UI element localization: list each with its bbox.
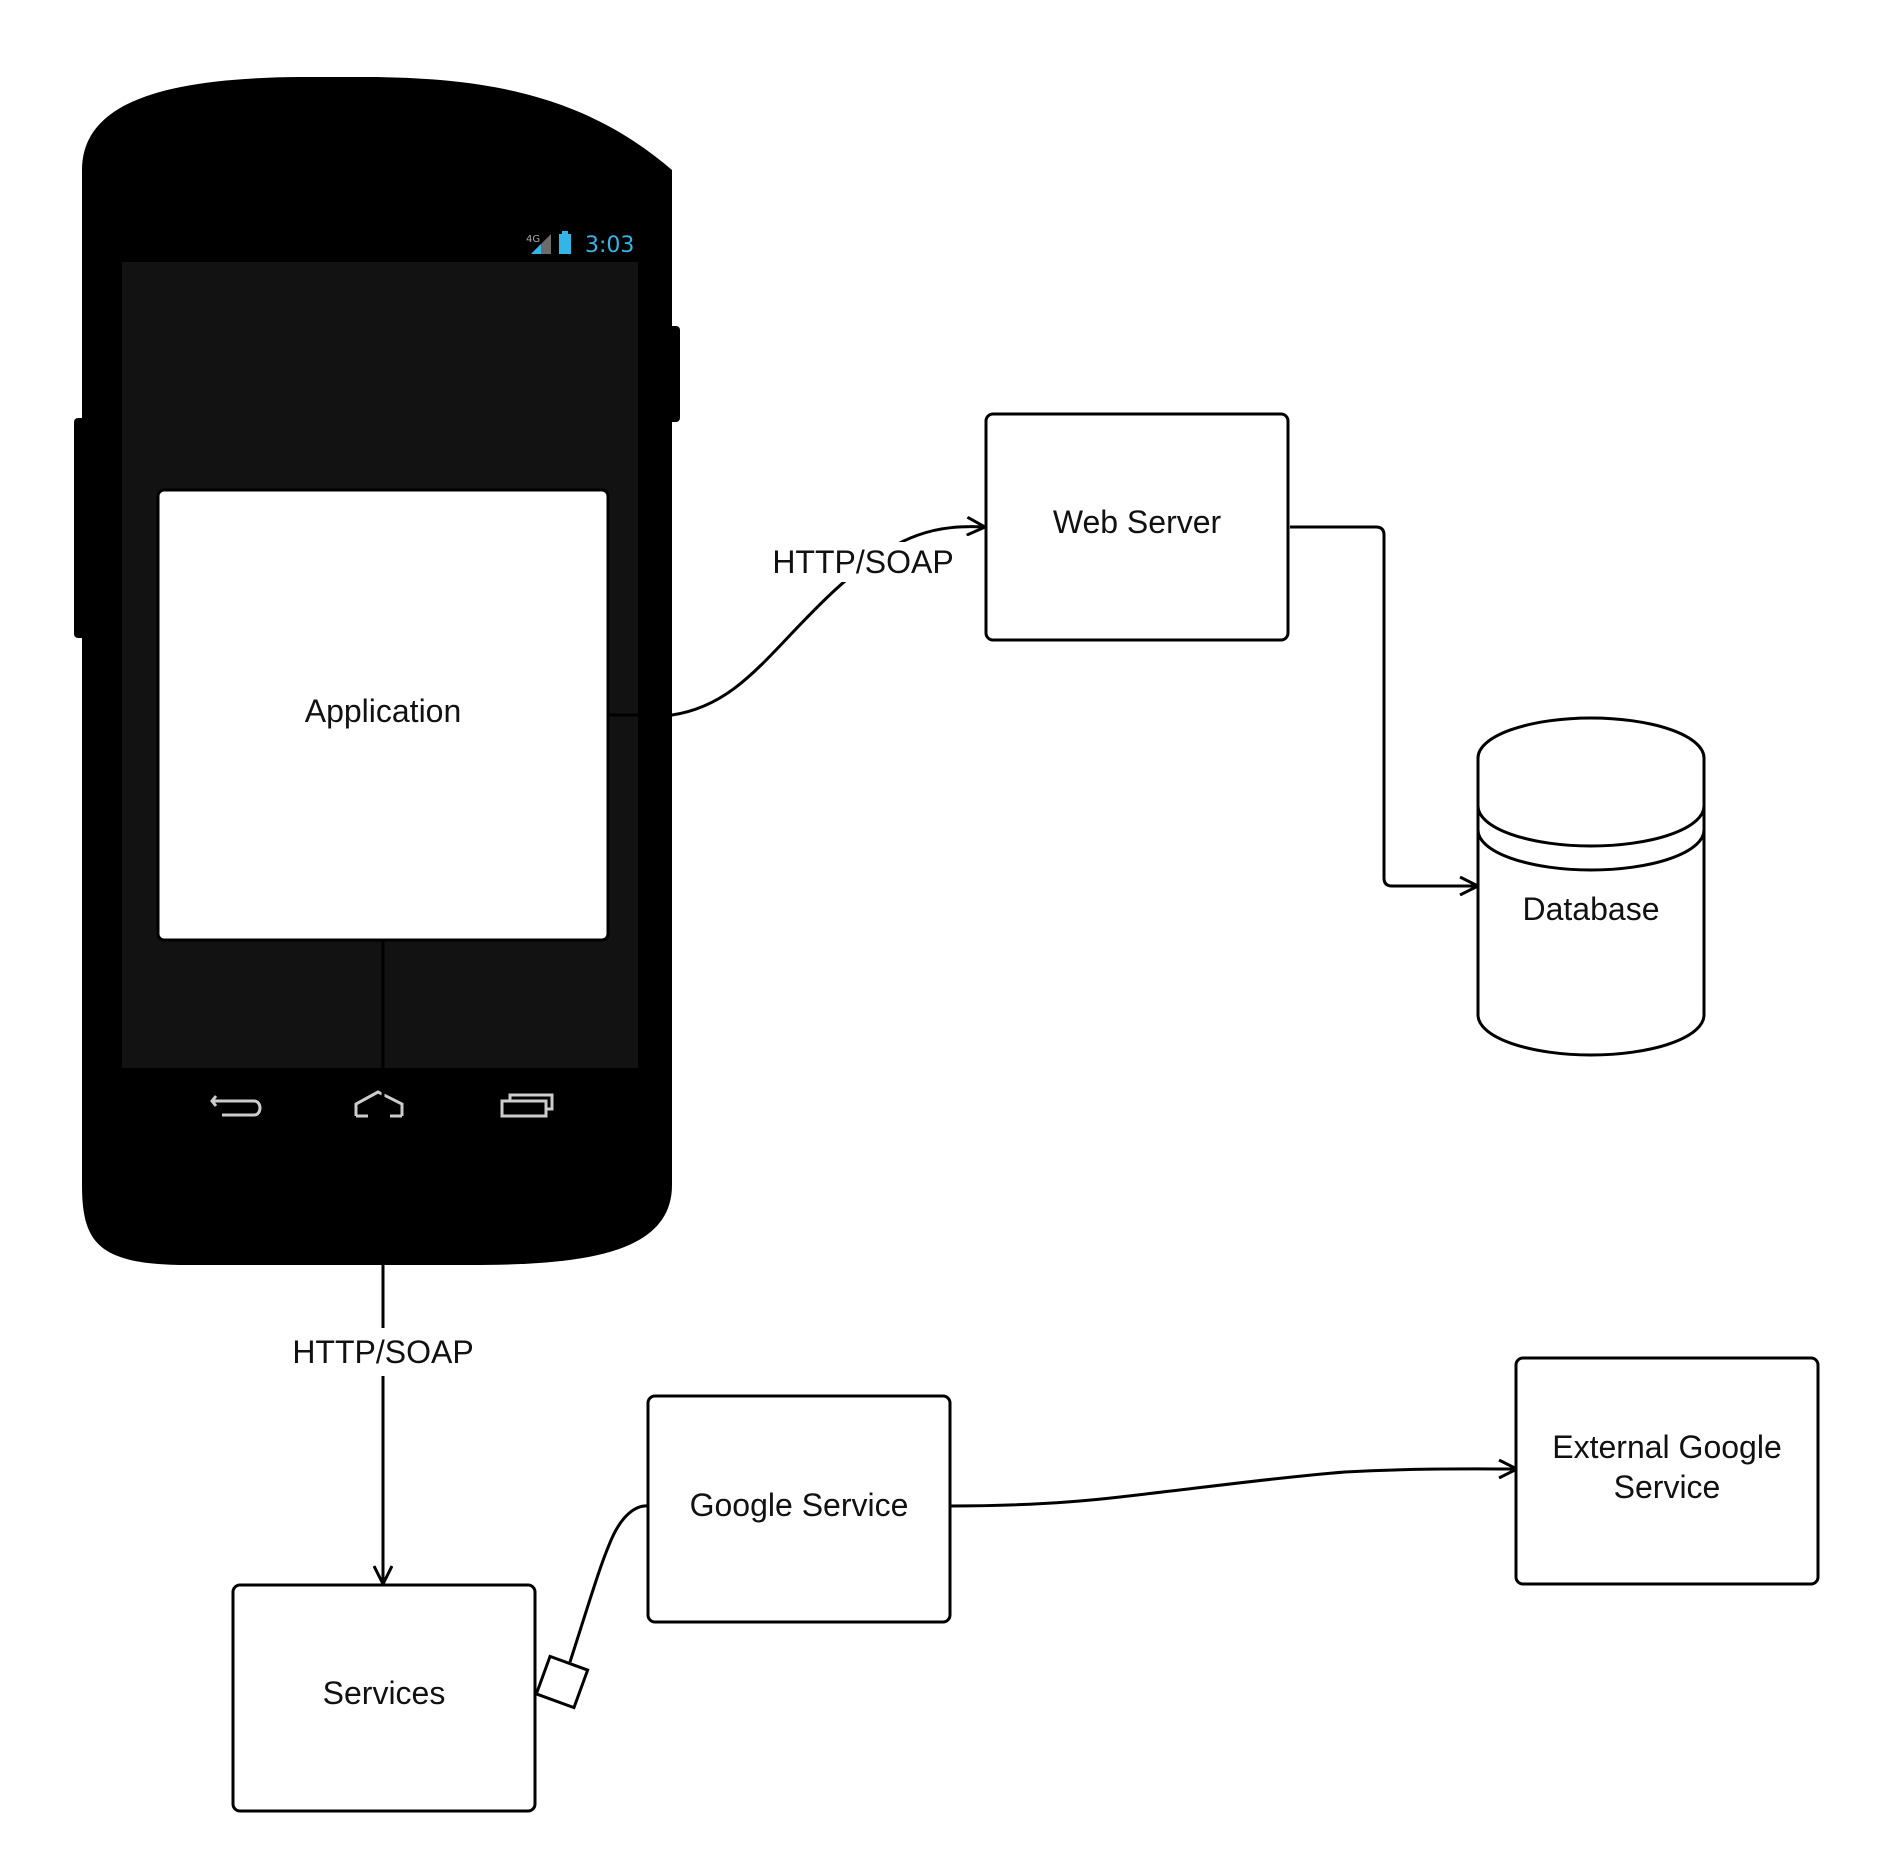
edge-label-bg-webserver	[766, 542, 960, 582]
google-service-label: Google Service	[690, 1487, 909, 1523]
edge-app-to-webserver	[608, 527, 985, 717]
edge-label-app-to-webserver: HTTP/SOAP	[772, 544, 953, 580]
edge-google-to-external	[949, 1469, 1517, 1508]
services-box[interactable]	[231, 1583, 537, 1813]
edge-webserver-to-database	[1290, 525, 1478, 886]
status-bar: 4G 3:03	[526, 231, 634, 258]
network-type-label: 4G	[526, 234, 540, 245]
status-time: 3:03	[585, 233, 634, 258]
services-label: Services	[323, 1675, 446, 1711]
application-label: Application	[305, 693, 462, 729]
database-label: Database	[1523, 891, 1660, 927]
battery-icon	[559, 231, 571, 254]
edge-label-app-to-services: HTTP/SOAP	[292, 1334, 473, 1370]
services-interface-port	[534, 1654, 590, 1710]
phone-device: 4G 3:03 Application	[74, 77, 680, 1265]
web-server-label: Web Server	[1053, 504, 1222, 540]
edge-label-bg-services	[284, 1328, 482, 1376]
google-service-box[interactable]	[646, 1394, 952, 1624]
edge-services-to-google-service	[568, 1504, 649, 1663]
home-icon[interactable]	[354, 1090, 404, 1118]
back-icon[interactable]	[210, 1095, 262, 1117]
web-server-box[interactable]	[984, 412, 1290, 642]
database-cylinder[interactable]	[1476, 716, 1706, 1057]
external-google-service-label-line1: External Google	[1552, 1429, 1781, 1465]
external-google-service-box[interactable]	[1514, 1356, 1820, 1586]
signal-icon	[531, 234, 551, 254]
external-google-service-label-line2: Service	[1614, 1469, 1721, 1505]
recent-apps-icon[interactable]	[500, 1093, 554, 1118]
